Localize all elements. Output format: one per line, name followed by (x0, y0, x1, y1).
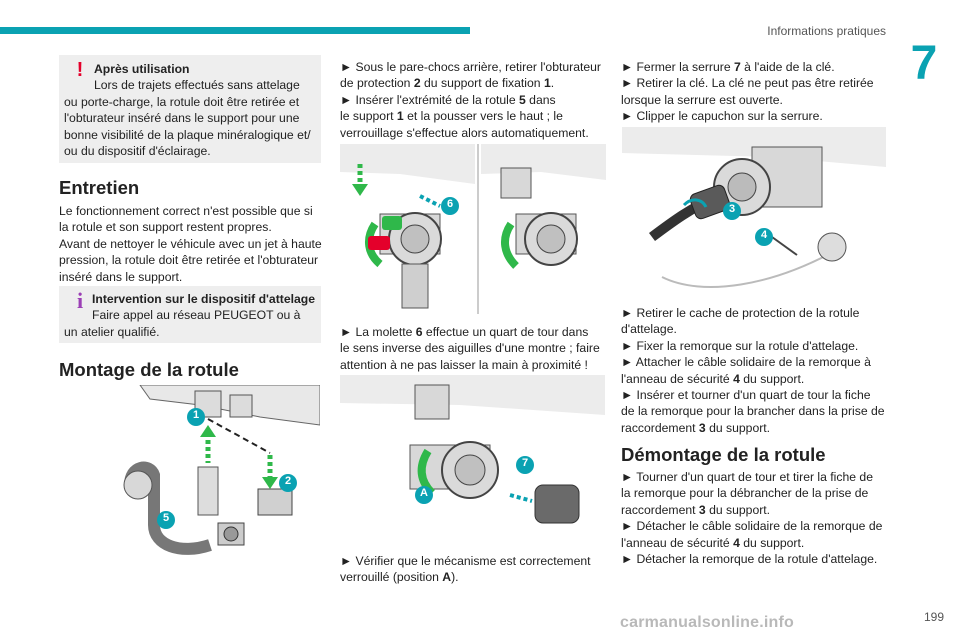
col3-step-6-line-2: l'anneau de sécurité 4 du support. (621, 371, 805, 386)
col2-steps-bottom: ► Vérifier que le mécanisme est correcte… (340, 553, 610, 586)
col2-steps-top: ► Sous le pare-chocs arrière, retirer l'… (340, 59, 610, 141)
col3-step-8-line-2: la remorque pour la débrancher de la pri… (621, 486, 869, 501)
warning-line-3: l'obturateur inséré dans le support pour… (64, 111, 300, 126)
col3-step-7-line-2: de la remorque pour la brancher dans la … (621, 404, 885, 419)
step-4-line-1: ► Vérifier que le mécanisme est correcte… (340, 554, 591, 568)
warning-box-text: Après utilisation Lors de trajets effect… (64, 61, 320, 159)
col3-steps-mid: ► Retirer le cache de protection de la r… (621, 305, 891, 436)
step-2-line-3: verrouillage s'effectue alors automatiqu… (340, 125, 589, 140)
figure-label-2: 2 (284, 475, 292, 487)
col3-step-7-line-1: ► Insérer et tourner d'un quart de tour … (621, 388, 871, 403)
figure-label-6: 6 (446, 198, 454, 210)
step-3-line-3: attention à ne pas laisser la main à pro… (340, 357, 588, 372)
info-box-text: Intervention sur le dispositif d'attelag… (64, 291, 321, 340)
warning-icon: ! (76, 59, 84, 81)
col3-step-3: ► Clipper le capuchon sur la serrure. (621, 109, 823, 124)
step-2-line-2: le support 1 et la pousser vers le haut … (340, 109, 563, 124)
info-line-2: un atelier qualifié. (64, 324, 160, 339)
col3-step-2-line-1: ► Retirer la clé. La clé ne peut pas êtr… (621, 76, 874, 91)
figure-label-a: A (420, 487, 428, 499)
step-1-line-2: de protection 2 du support de fixation 1… (340, 76, 555, 91)
figure-verrouillage: 7 A (340, 375, 605, 543)
figure-molette-right (481, 144, 606, 314)
col3-step-4-line-1: ► Retirer le cache de protection de la r… (621, 306, 860, 320)
step-4-line-2: verrouillé (position A). (340, 570, 459, 585)
col3-step-9-line-2: l'anneau de sécurité 4 du support. (621, 535, 805, 550)
warning-box: ! Après utilisation Lors de trajets effe… (59, 55, 321, 163)
warning-line-1: Lors de trajets effectués sans attelage (94, 78, 300, 93)
col3-step-8-line-1: ► Tourner d'un quart de tour et tirer la… (621, 470, 873, 484)
col2-steps-mid: ► La molette 6 effectue un quart de tour… (340, 324, 610, 373)
info-line-1: Faire appel au réseau PEUGEOT ou à (92, 308, 301, 323)
entretien-line-3: Avant de nettoyer le véhicule avec un je… (59, 236, 322, 251)
col3-step-5: ► Fixer la remorque sur la rotule d'atte… (621, 338, 859, 353)
warning-line-5: ou du dispositif d'éclairage. (64, 144, 211, 159)
col3-step-6-line-1: ► Attacher le câble solidaire de la remo… (621, 355, 871, 370)
entretien-text: Le fonctionnement correct n'est possible… (59, 203, 324, 285)
col3-steps-bottom: ► Tourner d'un quart de tour et tirer la… (621, 469, 891, 567)
warning-box-title: Après utilisation (94, 62, 190, 76)
step-3-line-2: le sens inverse des aiguilles d'une mont… (340, 341, 600, 356)
figure-label-4: 4 (760, 229, 768, 241)
figure-label-7: 7 (521, 457, 529, 469)
figure-prise: 3 4 (622, 127, 886, 297)
col3-step-8-line-3: raccordement 3 du support. (621, 502, 771, 517)
header-title: Informations pratiques (767, 24, 886, 38)
warning-line-2: ou porte-charge, la rotule doit être ret… (64, 94, 300, 109)
col3-step-7-line-3: raccordement 3 du support. (621, 420, 771, 435)
entretien-line-1: Le fonctionnement correct n'est possible… (59, 204, 313, 218)
col3-steps-top: ► Fermer la serrure 7 à l'aide de la clé… (621, 59, 891, 125)
watermark: carmanualsonline.info (620, 614, 795, 631)
entretien-line-5: inséré dans le support. (59, 269, 183, 284)
col3-step-9-line-1: ► Détacher le câble solidaire de la remo… (621, 519, 883, 534)
step-2-line-1: ► Insérer l'extrémité de la rotule 5 dan… (340, 92, 556, 107)
demontage-heading: Démontage de la rotule (621, 444, 826, 465)
step-3-line-1: ► La molette 6 effectue un quart de tour… (340, 325, 589, 339)
figure-label-1: 1 (192, 409, 200, 421)
montage-heading: Montage de la rotule (59, 359, 239, 380)
col3-step-4-line-2: d'attelage. (621, 322, 677, 337)
chapter-number: 7 (910, 37, 938, 90)
figure-label-5: 5 (162, 512, 170, 524)
figure-montage: 1 2 5 (110, 385, 320, 565)
step-1-line-1: ► Sous le pare-chocs arrière, retirer l'… (340, 60, 601, 74)
info-icon: i (76, 288, 84, 313)
figure-molette-left: 6 (340, 144, 475, 314)
entretien-heading: Entretien (59, 177, 140, 198)
figure-label-3: 3 (728, 203, 736, 215)
entretien-line-2: la rotule et son support restent propres… (59, 220, 272, 235)
col3-step-10: ► Détacher la remorque de la rotule d'at… (621, 552, 878, 567)
info-box-title: Intervention sur le dispositif d'attelag… (92, 292, 315, 306)
header-bar (0, 27, 470, 34)
page-number: 199 (923, 610, 944, 624)
figure-divider (477, 144, 479, 314)
info-box: i Intervention sur le dispositif d'attel… (59, 286, 321, 343)
col3-step-2-line-2: lorsque la serrure est ouverte. (621, 92, 783, 107)
warning-line-4: bonne visibilité de la plaque minéralogi… (64, 127, 311, 142)
entretien-line-4: pression, la rotule doit être retirée et… (59, 253, 319, 268)
col3-step-1: ► Fermer la serrure 7 à l'aide de la clé… (621, 60, 835, 74)
